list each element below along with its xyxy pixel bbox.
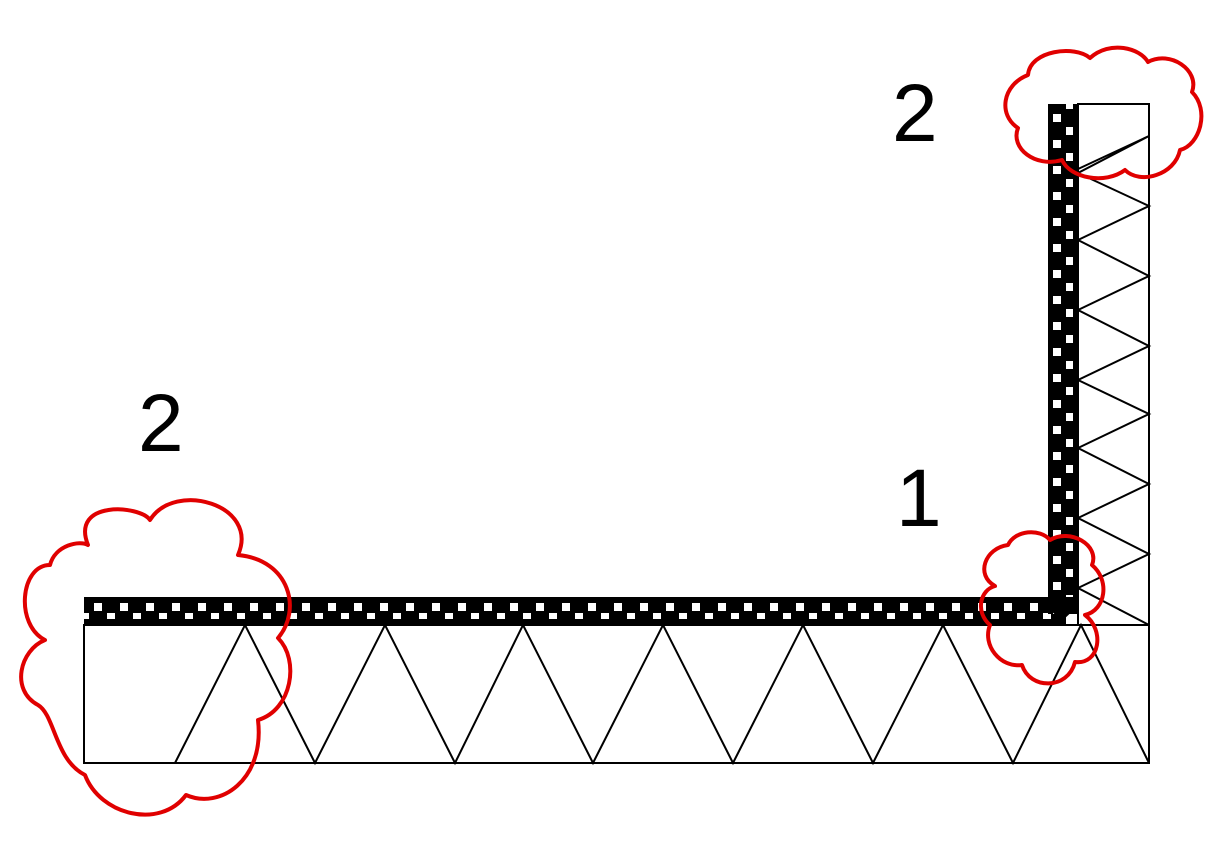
zone-label-left: 2 — [138, 378, 184, 469]
zone-label-junction: 1 — [896, 453, 942, 544]
vertical-truss-web — [1075, 135, 1152, 626]
vertical-chord — [1048, 104, 1078, 614]
revision-cloud-icon-junction — [979, 530, 1106, 686]
revision-cloud-icon-top — [1003, 45, 1204, 181]
horizontal-chord — [84, 597, 1066, 625]
horizontal-truss-web — [174, 622, 1150, 766]
zone-label-top-right: 2 — [892, 68, 938, 159]
revision-cloud-icon-left — [19, 498, 293, 817]
chord-corner — [1048, 597, 1078, 621]
